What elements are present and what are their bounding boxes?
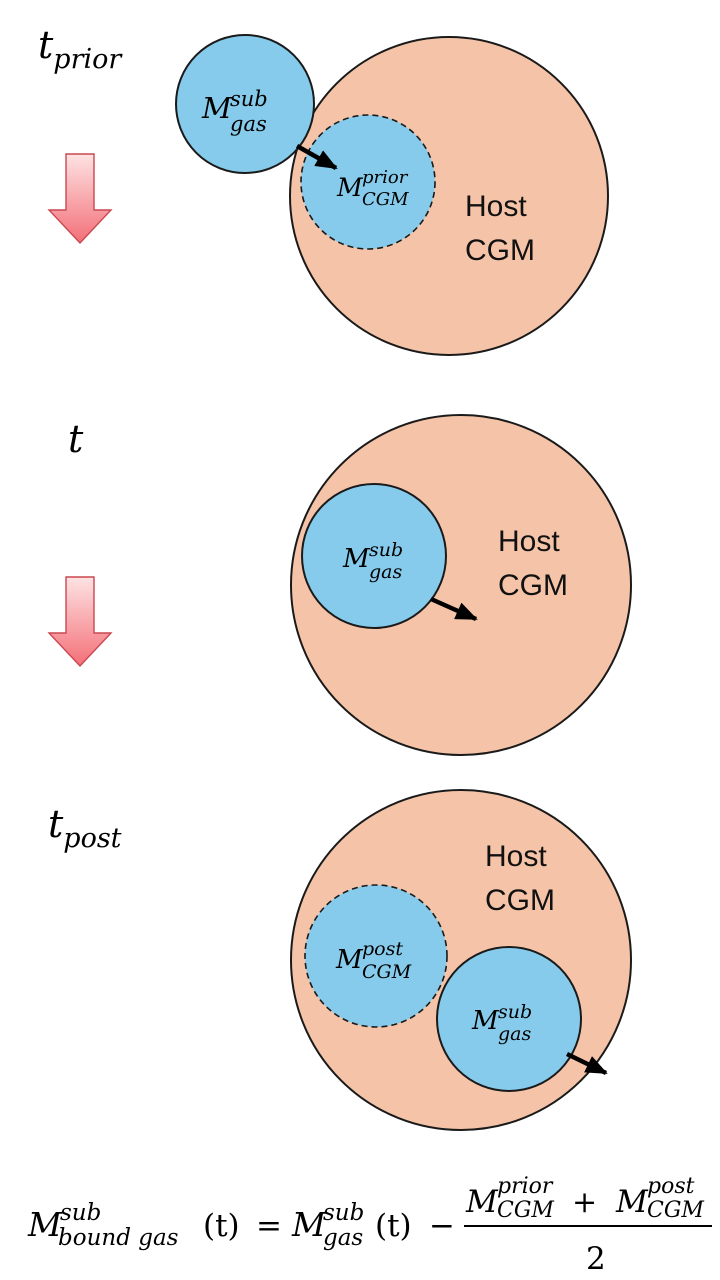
cgm-mass-label-prior: M prior CGM xyxy=(336,167,412,210)
panel-now: t M sub gas Host CGM xyxy=(68,414,632,756)
infall-arrow-prior xyxy=(295,144,338,170)
cgm-region-prior xyxy=(300,114,436,250)
subhalo-gas-label-post: M sub gas xyxy=(471,1001,537,1045)
subhalo-gas-circle-post xyxy=(436,946,582,1092)
host-cgm-label-prior: Host CGM xyxy=(465,190,535,267)
motion-arrow-now xyxy=(430,596,478,622)
cgm-region-post xyxy=(304,884,448,1028)
time-label-prior: tprior xyxy=(38,23,123,75)
subhalo-gas-circle-now xyxy=(301,483,447,629)
equation-denominator: 2 xyxy=(586,1241,606,1277)
time-arrow-2 xyxy=(47,576,113,668)
time-label-post: tpost xyxy=(48,802,122,854)
panel-prior: tprior M sub gas M prior CGM Host CGM xyxy=(38,23,609,356)
subhalo-gas-label-prior: M sub gas xyxy=(201,87,273,136)
host-cgm-label-post: Host CGM xyxy=(485,840,555,917)
equation-lhs: M sub bound gas (t) xyxy=(27,1200,240,1251)
subhalo-gas-label-now: M sub gas xyxy=(342,539,408,583)
host-cgm-label-now: Host CGM xyxy=(498,525,568,602)
equation-minus: − xyxy=(429,1208,455,1244)
equation-numerator-post: M post CGM xyxy=(615,1174,704,1223)
time-arrow-1 xyxy=(47,153,113,245)
equation-plus: + xyxy=(572,1185,597,1220)
equation-term-gas: M sub gas (t) xyxy=(291,1200,412,1251)
bound-gas-equation: M sub bound gas (t) = M sub gas (t) − M … xyxy=(27,1174,712,1277)
equation-numerator-prior: M prior CGM xyxy=(465,1174,558,1223)
subhalo-gas-circle-prior xyxy=(175,34,315,174)
equation-equals: = xyxy=(256,1208,282,1244)
motion-arrow-post xyxy=(566,1051,608,1076)
cgm-mass-label-post: M post CGM xyxy=(335,938,412,983)
panel-post: tpost M post CGM M sub gas Host CGM xyxy=(48,789,632,1131)
time-label-now: t xyxy=(68,417,84,461)
